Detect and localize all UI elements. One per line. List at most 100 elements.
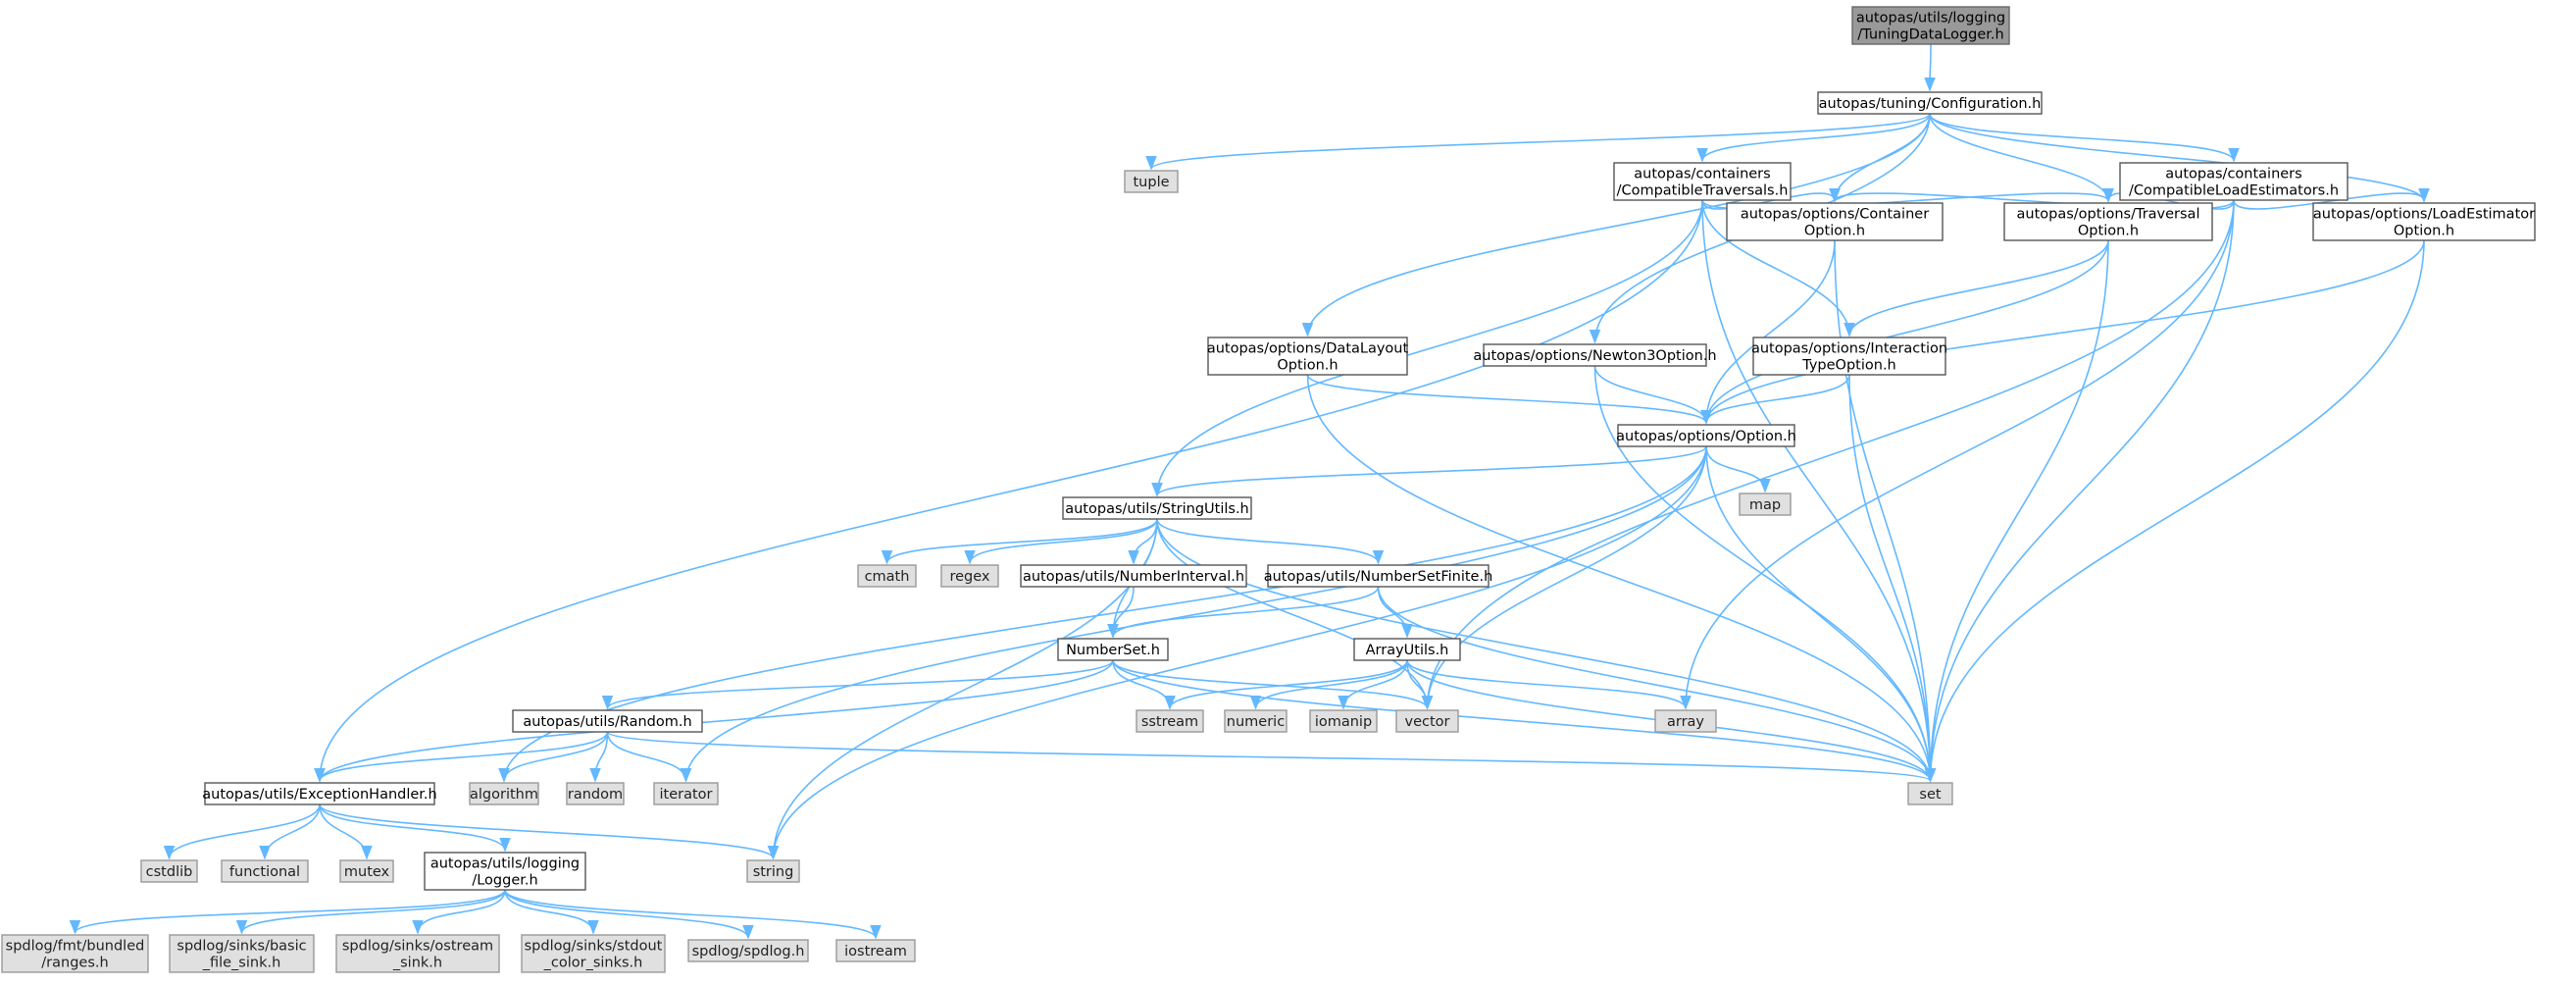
edge-compTrav-to-strUtils [1151, 199, 1703, 497]
edge-numSet-to-excHand [314, 659, 1114, 783]
edge-root-to-config [1924, 43, 1936, 92]
node-label: sstream [1141, 714, 1198, 730]
node-label: autopas/utils/StringUtils.h [1065, 501, 1249, 517]
node-strUtils[interactable]: autopas/utils/StringUtils.h [1062, 496, 1252, 520]
node-label: _sink.h [392, 956, 442, 971]
edge-logger-to-fmtRanges [69, 889, 506, 935]
node-label: _color_sinks.h [543, 956, 643, 971]
node-mutex: mutex [339, 859, 394, 883]
edge-compLoad-to-set [1924, 199, 2235, 783]
node-box [1309, 709, 1378, 733]
node-numSetFin[interactable]: autopas/utils/NumberSetFinite.h [1264, 564, 1493, 588]
node-string: string [746, 859, 800, 883]
node-label: autopas/options/Traversal [2017, 207, 2200, 223]
node-box [1207, 337, 1408, 376]
node-box [1062, 496, 1252, 520]
node-numeric: numeric [1224, 709, 1288, 733]
edge-option-to-set [1705, 445, 1937, 783]
node-algorithm: algorithm [469, 782, 539, 805]
node-box [1613, 162, 1792, 201]
node-box [746, 859, 800, 883]
node-box [221, 859, 309, 883]
edge-compTrav-to-excHand [314, 199, 1703, 783]
node-cmath: cmath [857, 564, 917, 588]
edge-compLoad-to-array [1680, 199, 2235, 710]
node-functional: functional [221, 859, 309, 883]
node-box [653, 782, 719, 805]
node-sstream: sstream [1136, 709, 1204, 733]
node-numSet[interactable]: NumberSet.h [1057, 638, 1169, 661]
node-box [1020, 564, 1247, 588]
node-label: spdlog/sinks/stdout [525, 939, 663, 955]
edge-strUtils-to-numSetFin [1156, 518, 1385, 565]
edge-option-to-iterator [680, 445, 1707, 783]
edge-logger-to-stdoutSink [504, 889, 599, 935]
node-box [140, 859, 198, 883]
edge-excHand-to-mutex [319, 804, 373, 860]
edge-random_h-to-excHand [314, 731, 609, 783]
edge-config-to-travOpt [1929, 113, 2114, 203]
node-label: autopas/utils/NumberInterval.h [1023, 569, 1244, 585]
node-box [1726, 202, 1944, 241]
node-fmtRanges: spdlog/fmt/bundled/ranges.h [1, 934, 149, 973]
node-map: map [1739, 492, 1792, 516]
edge-interOpt-to-option [1700, 374, 1850, 425]
node-label: map [1749, 497, 1781, 513]
edge-arrUtils-to-numeric [1249, 659, 1408, 710]
node-label: spdlog/sinks/ostream [342, 939, 493, 955]
edge-loadOpt-to-option [1700, 239, 2425, 425]
node-excHand[interactable]: autopas/utils/ExceptionHandler.h [202, 782, 437, 805]
edge-excHand-to-functional [259, 804, 321, 860]
node-random: random [566, 782, 625, 805]
node-label: spdlog/sinks/basic [177, 939, 306, 955]
node-box [469, 782, 539, 805]
node-root[interactable]: autopas/utils/logging/TuningDataLogger.h [1851, 6, 2010, 45]
node-label: /CompatibleTraversals.h [1617, 183, 1789, 199]
node-label: string [753, 864, 794, 880]
node-box [1907, 782, 1953, 805]
edge-config-to-compTrav [1696, 113, 1931, 163]
edge-config-to-contOpt [1829, 113, 1931, 203]
edge-logger-to-spdlog [504, 889, 754, 940]
node-array: array [1654, 709, 1717, 733]
node-box [1057, 638, 1169, 661]
edge-strUtils-to-cmath [881, 518, 1158, 565]
node-box [1752, 337, 1946, 376]
edge-config-to-dataOpt [1301, 113, 1931, 337]
edge-compLoad-to-loadOpt [2233, 188, 2430, 210]
node-label: tuple [1133, 175, 1169, 190]
edge-arrUtils-to-array [1406, 659, 1692, 710]
node-logger[interactable]: autopas/utils/logging/Logger.h [424, 852, 586, 891]
node-n3Opt[interactable]: autopas/options/Newton3Option.h [1473, 343, 1717, 367]
edge-config-to-compLoad [1929, 113, 2240, 163]
edge-loadOpt-to-set [1924, 239, 2425, 783]
node-iterator: iterator [653, 782, 719, 805]
node-compLoad[interactable]: autopas/containers/CompatibleLoadEstimat… [2119, 162, 2349, 201]
node-box [835, 939, 916, 962]
edge-option-to-map [1705, 445, 1771, 493]
node-label: ArrayUtils.h [1366, 643, 1449, 658]
node-label: autopas/containers [2165, 167, 2301, 182]
node-box [521, 934, 666, 973]
node-arrUtils[interactable]: ArrayUtils.h [1353, 638, 1461, 661]
edge-logger-to-basicSink [235, 889, 506, 935]
node-option[interactable]: autopas/options/Option.h [1616, 424, 1796, 447]
edge-compTrav-to-contOpt [1701, 188, 1841, 210]
edge-random_h-to-algorithm [498, 731, 609, 783]
node-label: algorithm [470, 787, 538, 803]
node-numInt[interactable]: autopas/utils/NumberInterval.h [1020, 564, 1247, 588]
node-box [512, 709, 703, 733]
node-box [2119, 162, 2349, 201]
node-label: autopas/options/Option.h [1616, 429, 1796, 444]
node-label: iomanip [1315, 714, 1372, 730]
node-random_h[interactable]: autopas/utils/Random.h [512, 709, 703, 733]
node-config[interactable]: autopas/tuning/Configuration.h [1817, 91, 2043, 115]
node-box [1136, 709, 1204, 733]
node-compTrav[interactable]: autopas/containers/CompatibleTraversals.… [1613, 162, 1792, 201]
edge-numSet-to-set [1112, 659, 1937, 783]
